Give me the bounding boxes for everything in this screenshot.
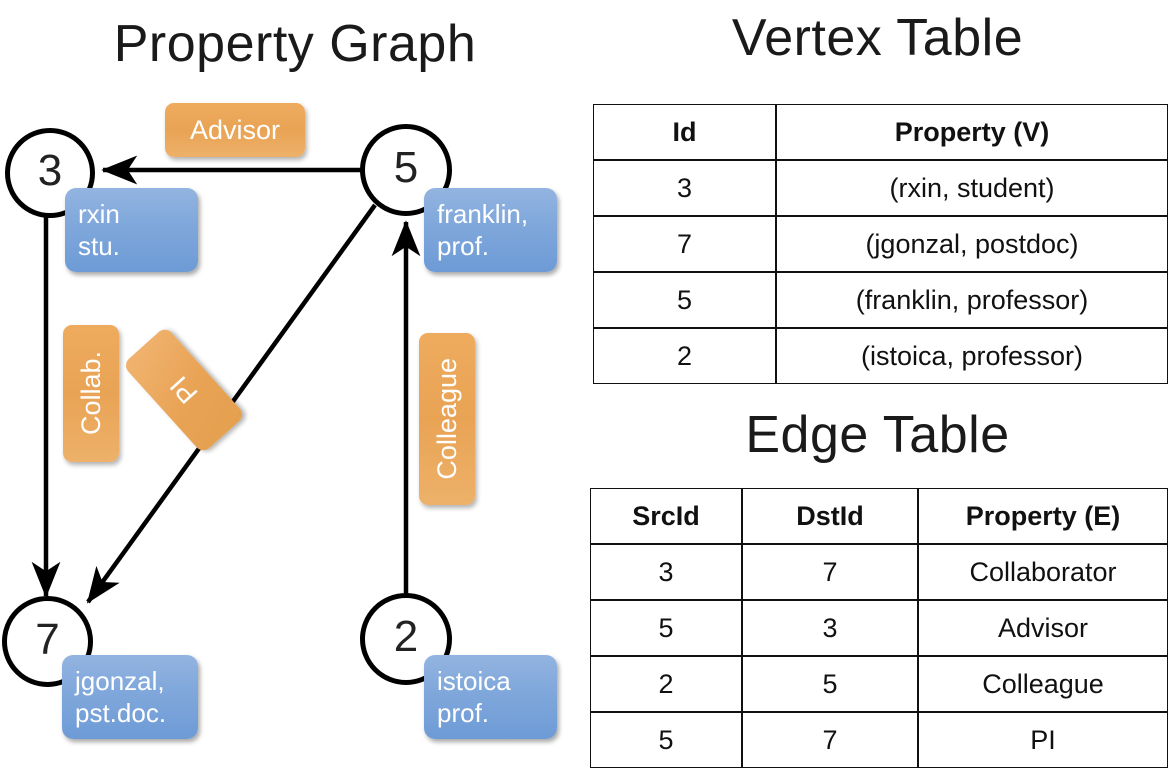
edge-table-row[interactable]: 5 7 PI — [590, 712, 1168, 768]
edge-table-col-property: Property (E) — [918, 488, 1168, 544]
edge-label-collab: Collab. — [63, 325, 119, 462]
vertex-node-2-label: 2 — [393, 612, 419, 661]
edge-table-cell-property: Colleague — [918, 656, 1168, 712]
vertex-property-box-7: jgonzal, pst.doc. — [62, 655, 198, 739]
vertex-property-box-7-line1: jgonzal, — [75, 665, 165, 696]
edge-label-collab-text: Collab. — [75, 351, 106, 436]
edge-label-advisor-text: Advisor — [189, 114, 281, 145]
edge-table-col-srcid: SrcId — [590, 488, 742, 544]
vertex-property-box-5: franklin, prof. — [424, 188, 557, 272]
vertex-table-cell-property: (franklin, professor) — [776, 272, 1168, 328]
vertex-node-3-label: 3 — [37, 146, 63, 195]
vertex-table-cell-id: 5 — [593, 272, 776, 328]
vertex-table-col-id: Id — [593, 104, 776, 160]
vertex-table-row[interactable]: 3 (rxin, student) — [593, 160, 1168, 216]
vertex-table-cell-id: 7 — [593, 216, 776, 272]
edge-table-col-dstid: DstId — [742, 488, 918, 544]
vertex-node-2[interactable]: 2 — [360, 593, 452, 685]
vertex-property-box-2-line2: prof. — [437, 698, 490, 728]
vertex-property-box-3-line1: rxin — [78, 198, 120, 229]
edge-table-header-row: SrcId DstId Property (E) — [590, 488, 1168, 544]
edge-table-cell-property: Advisor — [918, 600, 1168, 656]
edge-table-row[interactable]: 5 3 Advisor — [590, 600, 1168, 656]
edge-label-pi-text: PI — [163, 370, 204, 410]
page-title-vertex-table: Vertex Table — [731, 9, 1024, 67]
vertex-table-row[interactable]: 2 (istoica, professor) — [593, 328, 1168, 384]
vertex-table-row[interactable]: 7 (jgonzal, postdoc) — [593, 216, 1168, 272]
edge-table-cell-srcid: 2 — [590, 656, 742, 712]
vertex-table-header-row: Id Property (V) — [593, 104, 1168, 160]
edge-table: SrcId DstId Property (E) 3 7 Collaborato… — [590, 488, 1168, 768]
edge-table-cell-srcid: 5 — [590, 712, 742, 768]
vertex-table-row[interactable]: 5 (franklin, professor) — [593, 272, 1168, 328]
edge-table-cell-dstid: 7 — [742, 544, 918, 600]
vertex-property-box-5-line1: franklin, — [437, 198, 529, 229]
edge-table-cell-dstid: 5 — [742, 656, 918, 712]
page-title-property-graph: Property Graph — [113, 15, 477, 73]
edge-label-advisor: Advisor — [165, 103, 305, 157]
vertex-node-5-label: 5 — [393, 143, 419, 192]
edge-table-cell-dstid: 3 — [742, 600, 918, 656]
vertex-property-box-3: rxin stu. — [65, 188, 198, 272]
vertex-table-cell-property: (rxin, student) — [776, 160, 1168, 216]
vertex-property-box-5-line2: prof. — [437, 231, 490, 261]
vertex-property-box-2: istoica prof. — [424, 655, 557, 739]
vertex-node-7-label: 7 — [35, 614, 60, 664]
vertex-property-box-7-line2: pst.doc. — [75, 698, 167, 728]
vertex-node-5[interactable]: 5 — [360, 124, 452, 216]
vertex-table-cell-property: (istoica, professor) — [776, 328, 1168, 384]
edge-table-row[interactable]: 3 7 Collaborator — [590, 544, 1168, 600]
vertex-table-cell-id: 3 — [593, 160, 776, 216]
edge-table-cell-srcid: 3 — [590, 544, 742, 600]
edge-label-colleague: Colleague — [419, 333, 475, 505]
vertex-property-box-2-line1: istoica — [437, 665, 511, 696]
page-title-edge-table: Edge Table — [745, 406, 1010, 464]
edge-table-cell-property: Collaborator — [918, 544, 1168, 600]
vertex-table-cell-property: (jgonzal, postdoc) — [776, 216, 1168, 272]
edge-table-cell-srcid: 5 — [590, 600, 742, 656]
vertex-property-box-3-line2: stu. — [78, 231, 120, 261]
vertex-table-cell-id: 2 — [593, 328, 776, 384]
edge-label-colleague-text: Colleague — [431, 358, 462, 480]
edge-table-cell-dstid: 7 — [742, 712, 918, 768]
edge-table-row[interactable]: 2 5 Colleague — [590, 656, 1168, 712]
vertex-table-col-property: Property (V) — [776, 104, 1168, 160]
vertex-table: Id Property (V) 3 (rxin, student) 7 (jgo… — [593, 104, 1168, 384]
